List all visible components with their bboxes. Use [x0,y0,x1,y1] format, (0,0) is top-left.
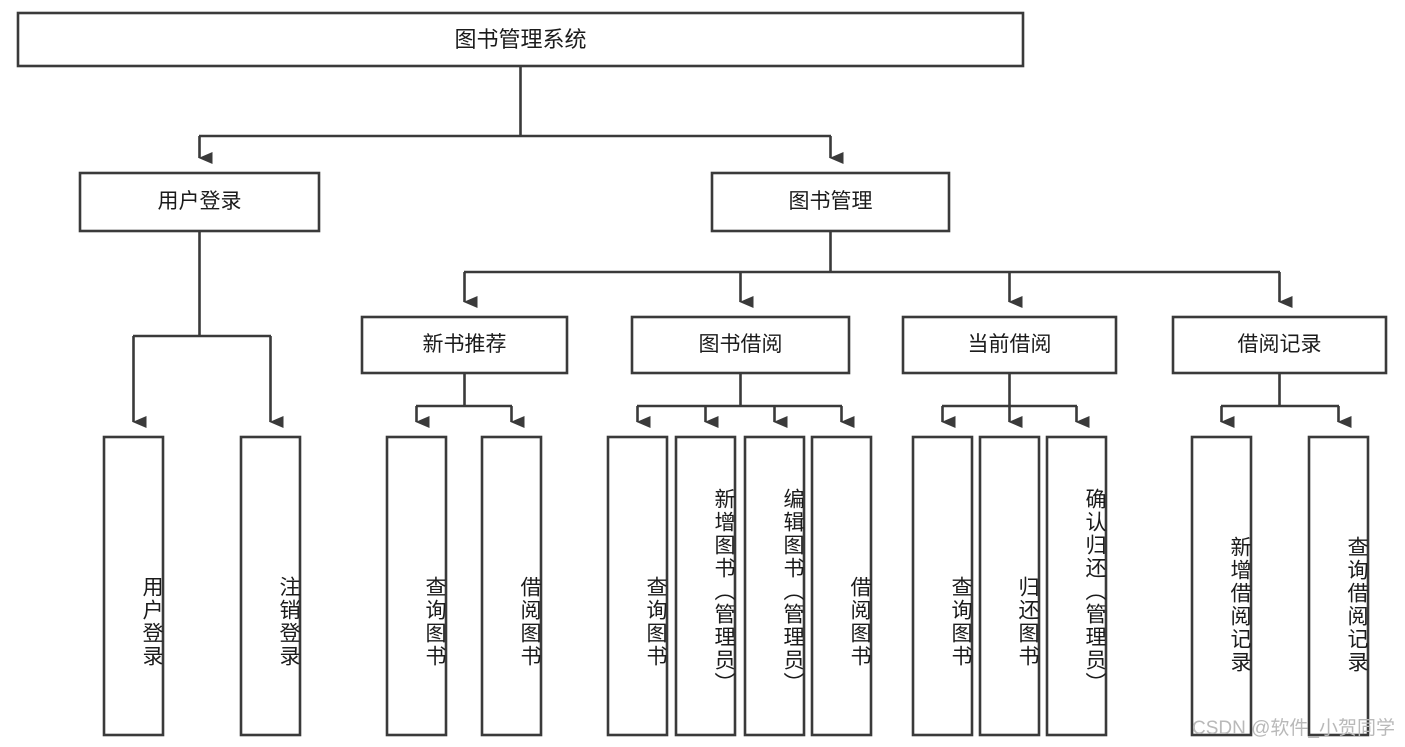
connector-userlogin-to-leaves [132,231,284,428]
connector-bookmgmt-to-level3 [463,231,1293,308]
leaf-box-return-book[interactable] [978,435,1041,737]
node-user-login[interactable] [78,171,321,233]
node-borrow-record[interactable] [1171,315,1388,375]
leaf-box-query-book-2[interactable] [606,435,669,737]
leaf-box-borrow-book-1[interactable] [480,435,543,737]
leaf-box-add-book-admin[interactable] [674,435,737,737]
connector-currentborrow-to-leaves [941,373,1090,428]
leaf-box-edit-book-admin[interactable] [743,435,806,737]
leaf-box-logout[interactable] [239,435,302,737]
node-book-management[interactable] [710,171,951,233]
node-root-book-management-system[interactable] [16,11,1025,68]
node-book-borrow[interactable] [630,315,851,375]
connector-borrow-to-leaves [636,373,855,428]
leaf-box-query-book-1[interactable] [385,435,448,737]
connector-root-to-level2 [198,66,844,164]
leaf-box-user-login[interactable] [102,435,165,737]
leaf-box-borrow-book-2[interactable] [810,435,873,737]
node-new-book-recommend[interactable] [360,315,569,375]
leaf-box-query-book-3[interactable] [911,435,974,737]
connector-record-to-leaves [1220,373,1352,428]
node-current-borrow[interactable] [901,315,1118,375]
leaf-box-confirm-return-admin[interactable] [1045,435,1108,737]
connector-newbook-to-leaves [415,373,525,428]
leaf-box-add-borrow-record[interactable] [1190,435,1253,737]
leaf-box-query-borrow-record[interactable] [1307,435,1370,737]
